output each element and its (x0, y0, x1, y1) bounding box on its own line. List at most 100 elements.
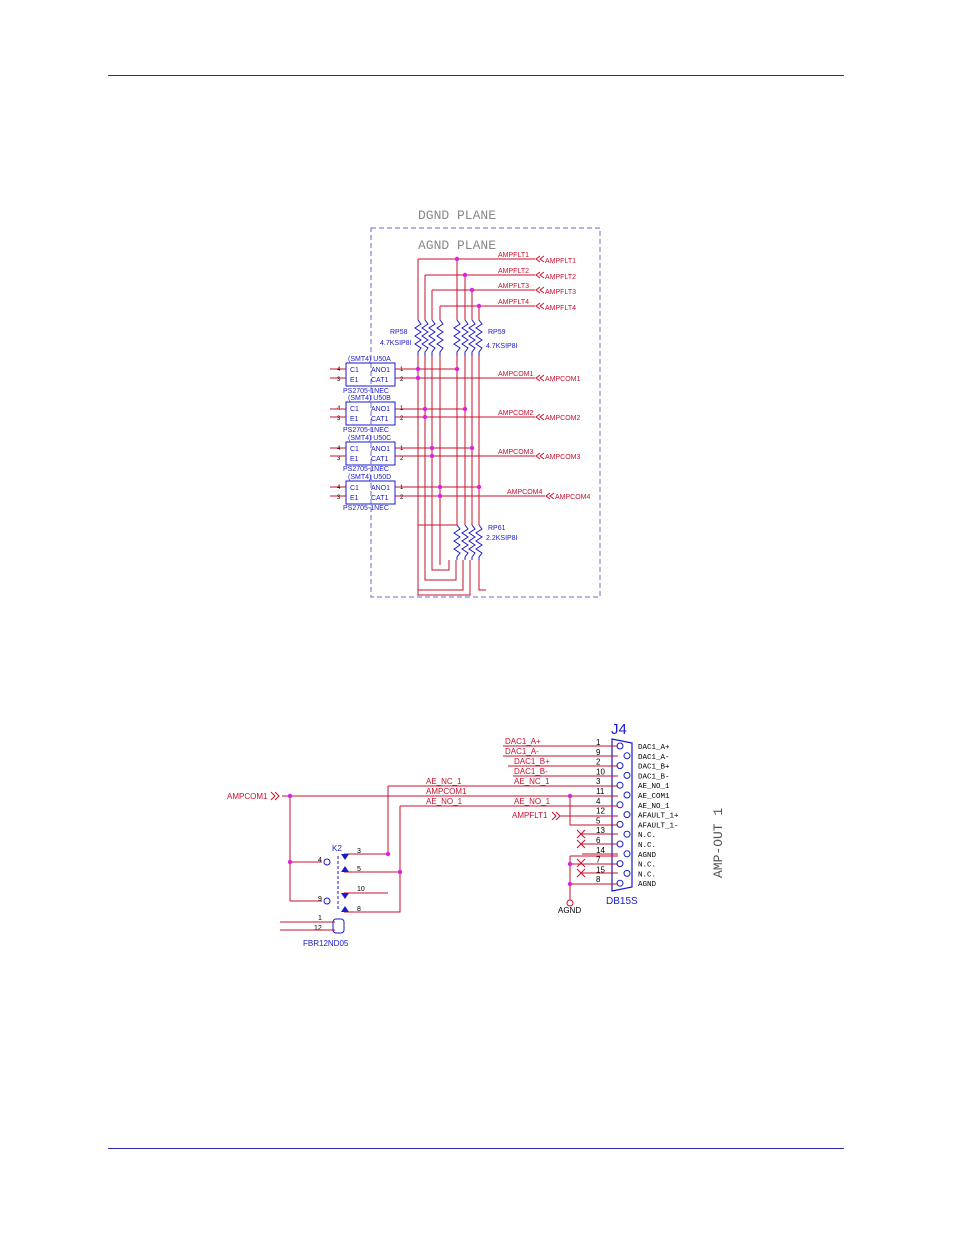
connector-pin-name: N.C. (638, 862, 656, 870)
agnd-symbol (566, 899, 574, 907)
com-port-2: AMPCOM2 (545, 415, 581, 422)
connector-pin (623, 752, 631, 760)
amp-out-title: AMP-OUT 1 (711, 808, 726, 878)
connector-pins: 1DAC1_A+9DAC1_A-2DAC1_B+10DAC1_B-3AE_NO_… (596, 738, 679, 889)
com-net-1: AMPCOM1 (498, 371, 534, 378)
connector-pin-name: AE_NO_1 (638, 783, 670, 791)
connector-pin-number: 10 (596, 767, 605, 776)
relay-pin-9: 9 (318, 896, 322, 903)
fault-net-3: AMPFLT3 (498, 283, 529, 290)
fault-port-arrows (535, 255, 545, 310)
opto-header: (SMT4) U50D (348, 474, 391, 481)
pin-c1: C1 (350, 446, 359, 453)
relay-pin-3: 3 (357, 848, 361, 855)
relay-arrow-8 (341, 906, 349, 912)
connector-pin-number: 5 (596, 816, 601, 825)
pin-ano1: ANO1 (371, 406, 390, 413)
net-dac-b-p: DAC1_B+ (514, 757, 550, 766)
connector-pin-name: AFAULT_1+ (638, 813, 679, 821)
com-net-4: AMPCOM4 (507, 489, 543, 496)
pin-num-4: 4 (337, 446, 341, 452)
connector-pin-number: 11 (596, 787, 605, 796)
fault-wires (418, 258, 535, 307)
com-port-arrows (535, 374, 555, 500)
pin-ano1: ANO1 (371, 367, 390, 374)
relay-k2: K2 FBR12ND05 3 4 5 10 9 8 1 12 (303, 844, 365, 948)
opto-header: (SMT4) U50C (348, 435, 391, 442)
relay-pin-8: 8 (357, 906, 361, 913)
relay-contact-9 (323, 897, 331, 905)
net-ae-nc: AE_NC_1 (426, 777, 462, 786)
relay-pin-4: 4 (318, 857, 322, 864)
connector-pin-number: 13 (596, 826, 605, 835)
fault-port-3: AMPFLT3 (545, 289, 576, 296)
opto-body (345, 480, 396, 505)
rp59-ref: RP59 (488, 329, 506, 336)
top-schematic: DGND PLANE AGND PLANE (330, 208, 601, 598)
relay-pin-10: 10 (357, 886, 365, 893)
com-port-4: AMPCOM4 (555, 494, 591, 501)
pin-num-1: 1 (400, 485, 404, 491)
header-rule (108, 75, 844, 76)
agnd-plane-label: AGND PLANE (418, 238, 496, 253)
connector-pin (616, 801, 624, 809)
pin-num-3: 3 (337, 495, 341, 501)
top-junctions (415, 256, 482, 499)
rp58-value: 4.7KSIP8I (380, 340, 412, 347)
fault-port-1: AMPFLT1 (545, 258, 576, 265)
fault-net-1: AMPFLT1 (498, 252, 529, 259)
connector-pin-name: AE_COM1 (638, 793, 670, 801)
opto-part: PS2705-1NEC (343, 466, 389, 473)
relay-coil (332, 918, 345, 934)
connector-pin-number: 3 (596, 777, 601, 786)
connector-pin (623, 869, 631, 877)
pin-num-4: 4 (337, 485, 341, 491)
relay-contact-4 (323, 858, 331, 866)
com-net-3: AMPCOM3 (498, 449, 534, 456)
connector-ref: J4 (611, 721, 627, 738)
connector-pin (623, 811, 631, 819)
dac-wires (503, 745, 618, 777)
footer-rule (108, 1148, 844, 1149)
connector-pin (623, 791, 631, 799)
pin-num-2: 2 (400, 377, 404, 383)
relay-wiring (280, 785, 618, 931)
relay-ref: K2 (332, 844, 342, 853)
pin-c1: C1 (350, 485, 359, 492)
connector-pin-name: N.C. (638, 832, 656, 840)
ampflt-port-label: AMPFLT1 (512, 811, 548, 820)
connector-pin-name: AGND (638, 852, 657, 860)
pin-cat1: CAT1 (371, 456, 388, 463)
connector-pin (616, 879, 624, 887)
relay-arrow-3 (341, 854, 349, 860)
connector-pin-number: 12 (596, 807, 605, 816)
opto-body (345, 401, 396, 426)
pin-num-4: 4 (337, 367, 341, 373)
connector-pin-number: 1 (596, 738, 601, 747)
pin-e1: E1 (350, 416, 359, 423)
connector-pin-number: 15 (596, 865, 605, 874)
dgnd-plane-label: DGND PLANE (418, 208, 496, 223)
fault-port-4: AMPFLT4 (545, 305, 576, 312)
resistor-network-rp59 (453, 319, 483, 356)
com-port-1: AMPCOM1 (545, 376, 581, 383)
relay-pin-1: 1 (318, 915, 322, 922)
net-dac-b-n: DAC1_B- (514, 767, 548, 776)
connector-pin-number: 2 (596, 758, 601, 767)
connector-pin-number: 4 (596, 797, 601, 806)
rp61-ref: RP61 (488, 525, 506, 532)
connector-pin (623, 850, 631, 858)
opto-part: PS2705-1NEC (343, 505, 389, 512)
connector-pin (616, 820, 624, 828)
rp58-ref: RP58 (390, 329, 408, 336)
connector-pin-name: DAC1_B+ (638, 764, 670, 772)
connector-pin-name: AFAULT_1- (638, 822, 679, 830)
connector-type: DB15S (606, 896, 638, 907)
relay-part: FBR12ND05 (303, 939, 349, 948)
relay-arrow-10 (341, 893, 349, 899)
pin-cat1: CAT1 (371, 377, 388, 384)
pin-e1: E1 (350, 456, 359, 463)
connector-pin-name: DAC1_A- (638, 754, 670, 762)
connector-pin-number: 8 (596, 875, 601, 884)
